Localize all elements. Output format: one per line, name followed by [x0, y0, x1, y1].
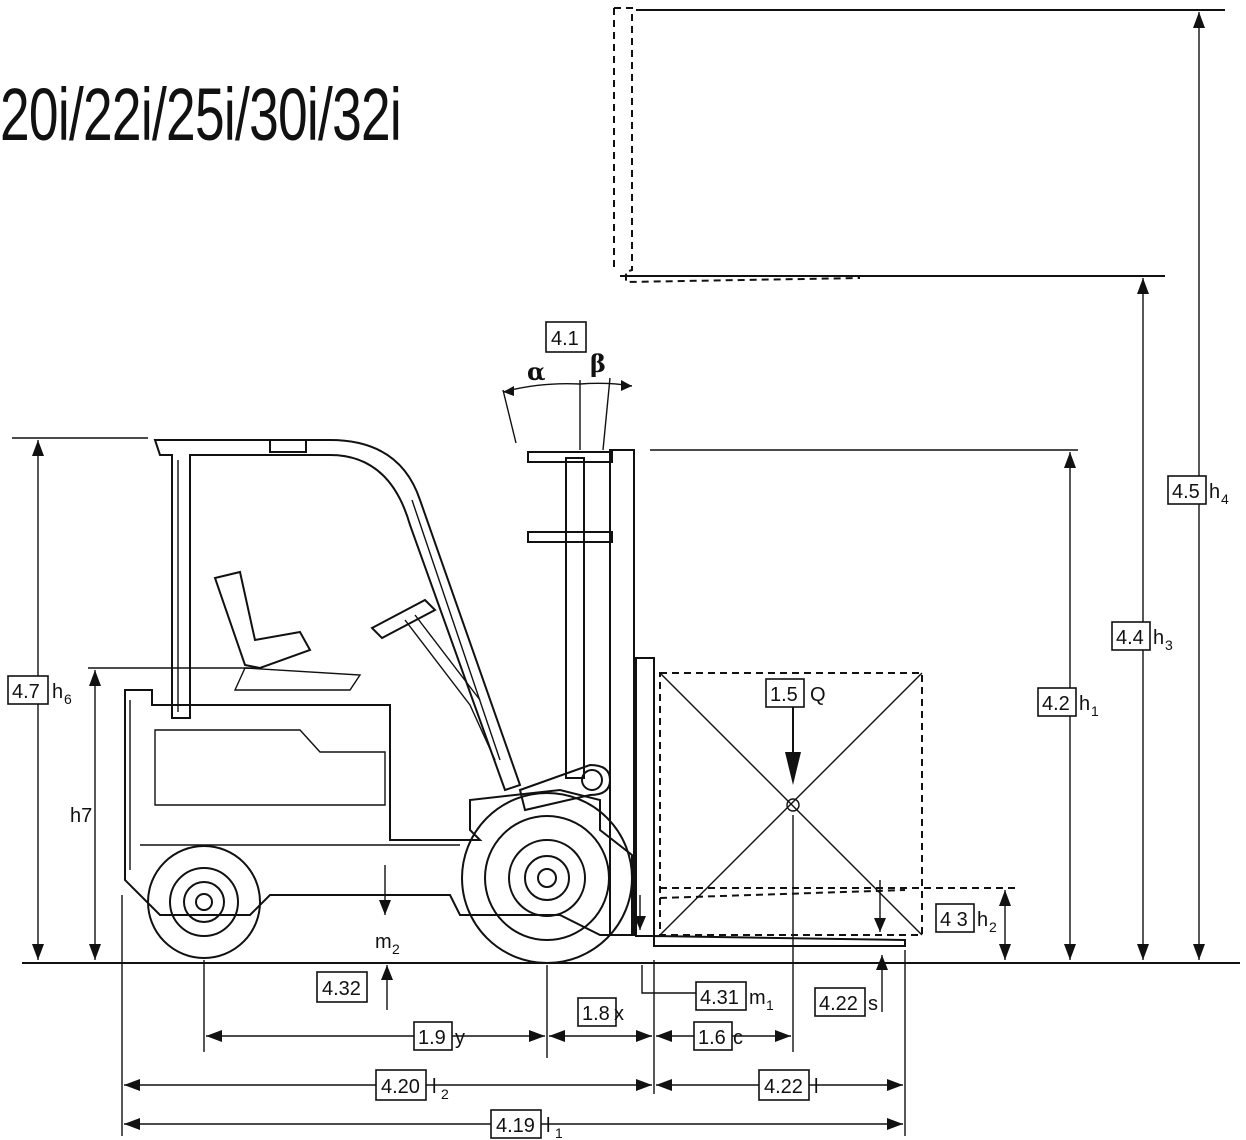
label-box-4.7	[7, 675, 49, 705]
symbol-h2-sub: 2	[989, 919, 997, 935]
label-box-4.19	[490, 1109, 542, 1139]
symbol-l: l	[814, 1076, 818, 1098]
code-4.4: 4.4	[1116, 627, 1144, 649]
model-title: 20i/22i/25i/30i/32i	[0, 73, 402, 156]
symbol-l1: l	[546, 1115, 550, 1137]
label-box-4.4	[1111, 621, 1151, 651]
tilt-angle-indicator	[502, 377, 633, 451]
symbol-h2: h	[977, 909, 988, 931]
symbol-h6-sub: 6	[64, 691, 72, 707]
symbol-s: s	[868, 993, 878, 1015]
symbol-h1-sub: 1	[1091, 703, 1099, 719]
symbol-m1-sub: 1	[766, 997, 774, 1013]
raised-fork-outline	[613, 7, 1225, 284]
symbol-Q: Q	[810, 684, 826, 706]
code-4.2: 4.2	[1042, 693, 1070, 715]
symbol-y: y	[455, 1027, 465, 1049]
code-1.9: 1.9	[418, 1027, 446, 1049]
symbol-h1: h	[1079, 693, 1090, 715]
code-4.22-s: 4.22	[819, 993, 858, 1015]
label-box-4.22-s	[814, 987, 866, 1017]
beta-symbol: β	[590, 349, 606, 378]
symbol-m2-sub: 2	[392, 941, 400, 957]
symbol-l1-sub: 1	[555, 1125, 563, 1140]
label-box-4.1	[545, 321, 587, 353]
label-box-1.6	[693, 1021, 733, 1051]
symbol-h4: h	[1209, 481, 1220, 503]
label-box-4.3	[935, 903, 975, 933]
label-box-4.31	[695, 981, 747, 1011]
symbol-h3-sub: 3	[1165, 637, 1173, 653]
code-1.8: 1.8	[582, 1003, 610, 1025]
rear-wheel	[147, 845, 261, 959]
code-1.5: 1.5	[770, 684, 798, 706]
label-box-4.32	[316, 971, 368, 1003]
symbol-h3: h	[1153, 627, 1164, 649]
code-1.6: 1.6	[698, 1027, 726, 1049]
code-4.22-l: 4.22	[764, 1076, 803, 1098]
code-4.3: 4 3	[940, 909, 968, 931]
code-4.5: 4.5	[1172, 481, 1200, 503]
symbol-h7: h7	[70, 805, 92, 827]
symbol-l2: l	[432, 1076, 436, 1098]
symbol-m1: m	[749, 987, 766, 1009]
symbol-h4-sub: 4	[1221, 491, 1229, 507]
symbol-m2: m	[375, 931, 392, 953]
code-4.7: 4.7	[12, 681, 40, 703]
symbol-x: x	[614, 1003, 624, 1025]
alpha-symbol: α	[527, 357, 545, 386]
label-box-1.9	[413, 1021, 453, 1051]
label-box-4.20	[375, 1069, 427, 1101]
label-box-1.5	[765, 678, 805, 708]
dimension-labels: 4.1 α β 1.5 Q 4.5 h 4 4.4 h 3 4.2 h 1 4.…	[7, 321, 1229, 1140]
code-4.20: 4.20	[381, 1076, 420, 1098]
load-box	[659, 672, 1015, 936]
symbol-l2-sub: 2	[441, 1086, 449, 1102]
code-4.31: 4.31	[700, 987, 739, 1009]
code-4.32: 4.32	[322, 978, 361, 1000]
label-box-4.22-l	[758, 1069, 810, 1101]
label-box-4.2	[1037, 687, 1077, 717]
code-4.1: 4.1	[551, 328, 579, 350]
code-4.19: 4.19	[496, 1115, 535, 1137]
label-box-1.8	[577, 997, 617, 1027]
label-box-4.5	[1167, 475, 1207, 505]
front-wheel	[461, 792, 633, 964]
symbol-c: c	[733, 1027, 743, 1049]
symbol-h6: h	[52, 681, 63, 703]
